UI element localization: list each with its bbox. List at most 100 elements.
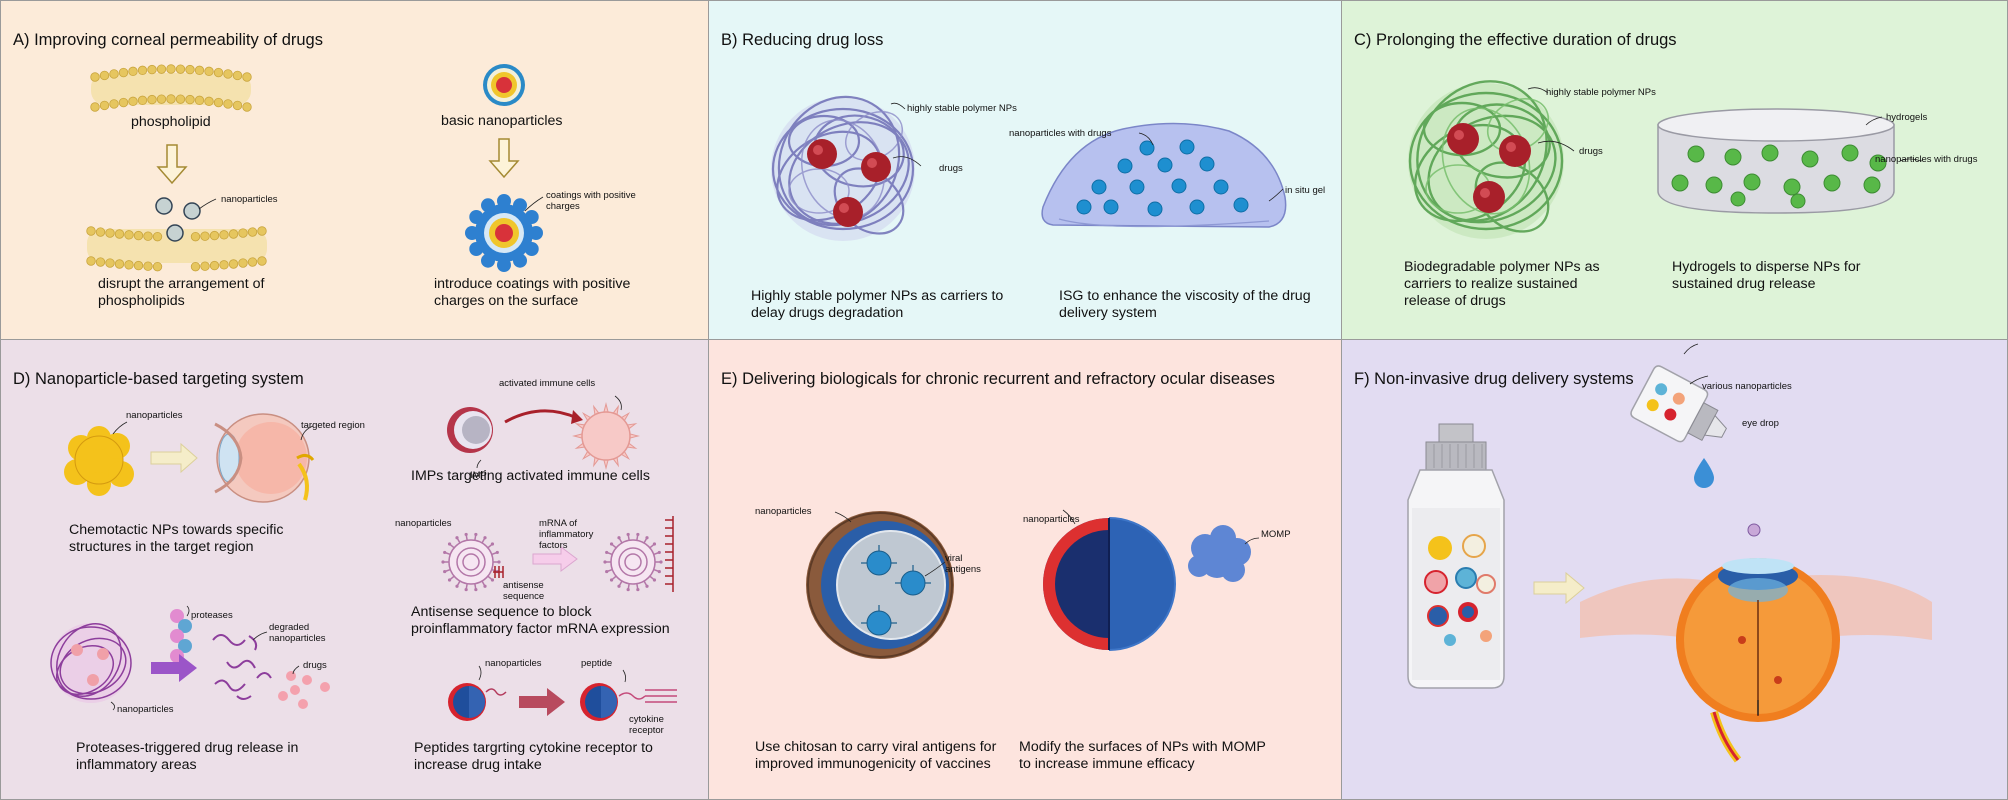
panel-f-illustration: [1407, 343, 1932, 763]
polymer-nanoparticle-icon: [1408, 80, 1564, 239]
right-arrow-icon: [150, 442, 198, 474]
panel-a-title: A) Improving corneal permeability of dru…: [13, 31, 323, 49]
chitosan-nanoparticle-icon: [806, 511, 954, 659]
drop-icon: [1694, 458, 1714, 488]
panel-a-illustration: [86, 64, 544, 272]
caption-modify: Modify the surfaces of NPs with MOMP to …: [1019, 739, 1266, 772]
caption-imps: IMPs targeting activated immune cells: [411, 468, 650, 484]
polymer-nanoparticle-icon: [771, 95, 915, 241]
label-nanoparticles-2: nanoparticles: [395, 518, 452, 529]
label-drugs: drugs: [303, 660, 327, 671]
panel-f-title: F) Non-invasive drug delivery systems: [1354, 370, 1634, 388]
label-targeted-region: targeted region: [301, 420, 365, 431]
panel-e-title: E) Delivering biologicals for chronic re…: [721, 370, 1275, 388]
caption-proteases: Proteases-triggered drug release in infl…: [76, 740, 299, 773]
peptide-nanoparticle-icon: [448, 683, 507, 721]
eye-drop-bottle-icon: [1407, 423, 1505, 689]
right-arrow-icon: [519, 688, 565, 716]
cytokine-receptor-icon: [618, 689, 677, 703]
label-nanoparticles-1: nanoparticles: [755, 506, 812, 517]
label-proteases: proteases: [191, 610, 233, 621]
label-nanoparticles-3: nanoparticles: [117, 704, 174, 715]
label-np-with-drugs: nanoparticles with drugs: [1009, 128, 1112, 139]
label-imp: IMP: [470, 470, 487, 481]
label-mrna: mRNA of inflammatory factors: [539, 518, 594, 551]
label-activated-immune-cells: activated immune cells: [499, 378, 596, 389]
caption-introduce: introduce coatings with positive charges…: [434, 276, 631, 309]
degraded-nanoparticles-icon: [212, 634, 272, 700]
down-arrow-icon: [156, 144, 188, 185]
label-eye-drop: eye drop: [1742, 418, 1779, 429]
panel-c: C) Prolonging the effective duration of …: [1341, 0, 2008, 340]
down-arrow-icon: [488, 138, 520, 179]
activated-immune-cell-icon: [572, 402, 640, 470]
panel-b-illustration: [771, 95, 1287, 241]
chemotactic-nanoparticle-icon: [64, 426, 134, 496]
eye-icon: [214, 413, 315, 503]
label-stable-np: highly stable polymer NPs: [907, 103, 1017, 114]
panel-c-illustration: [1408, 80, 1923, 239]
label-in-situ-gel: in situ gel: [1285, 185, 1326, 196]
drug-particle-icon: [807, 139, 891, 227]
panel-d-illustration: [50, 395, 677, 721]
label-drugs: drugs: [939, 163, 963, 174]
eye-drop-bottle-small-icon: [1630, 365, 1727, 443]
hydrogel-icon: [1657, 108, 1895, 214]
in-situ-gel-icon: [1041, 122, 1287, 228]
label-nanoparticles-4: nanoparticles: [485, 658, 542, 669]
label-nanoparticles: nanoparticles: [221, 194, 278, 205]
label-momp: MOMP: [1261, 529, 1291, 540]
right-arrow-icon: [532, 546, 578, 572]
momp-nanoparticle-icon: [1043, 517, 1176, 651]
antisense-nanoparticle-icon: [441, 532, 501, 592]
panel-e-illustration: [806, 509, 1260, 659]
caption-chitosan: Use chitosan to carry viral antigens for…: [755, 739, 997, 772]
right-arrow-icon: [1533, 571, 1585, 605]
label-coatings: coatings with positive charges: [546, 190, 636, 212]
panel-d: D) Nanoparticle-based targeting system n…: [0, 339, 709, 800]
label-nanoparticles-1: nanoparticles: [126, 410, 183, 421]
label-basic-nanoparticles: basic nanoparticles: [441, 113, 563, 129]
label-drugs: drugs: [1579, 146, 1603, 157]
label-degraded-nanoparticles: degraded nanoparticles: [269, 622, 326, 644]
label-hydrogels: hydrogels: [1886, 112, 1928, 123]
drug-particle-icon: [1447, 123, 1531, 213]
label-np-with-drugs: nanoparticles with drugs: [1875, 154, 1978, 165]
panel-d-title: D) Nanoparticle-based targeting system: [13, 370, 304, 388]
caption-biodegradable: Biodegradable polymer NPs as carriers to…: [1404, 259, 1600, 309]
caption-antisense: Antisense sequence to block proinflammat…: [411, 604, 670, 637]
coated-nanoparticle-icon: [465, 194, 543, 272]
nanoparticle-icon: [155, 197, 201, 242]
mrna-nanoparticle-icon: [603, 532, 663, 592]
label-nanoparticles-2: nanoparticles: [1023, 514, 1080, 525]
polymer-network-icon: [50, 623, 132, 703]
label-phospholipid: phospholipid: [131, 114, 211, 130]
caption-disrupt: disrupt the arrangement of phospholipids: [98, 276, 265, 309]
basic-nanoparticle-icon: [483, 64, 525, 106]
caption-isg: ISG to enhance the viscosity of the drug…: [1059, 288, 1311, 321]
label-peptide: peptide: [581, 658, 613, 669]
caption-peptides: Peptides targrting cytokine receptor to …: [414, 740, 653, 773]
mrna-strand: [665, 516, 674, 592]
phospholipid-bilayer-top: [91, 73, 251, 105]
right-arrow-icon: [151, 654, 197, 682]
imp-icon: [447, 407, 493, 453]
panel-b-title: B) Reducing drug loss: [721, 31, 884, 49]
caption-chemotactic: Chemotactic NPs towards specific structu…: [69, 522, 284, 555]
panel-f: F) Non-invasive drug delivery systems: [1341, 339, 2008, 800]
caption-stable: Highly stable polymer NPs as carriers to…: [751, 288, 1004, 321]
label-stable-np: highly stable polymer NPs: [1546, 87, 1656, 98]
label-antisense-sequence: antisense sequence: [503, 580, 545, 602]
viral-antigen-icon: [866, 550, 926, 636]
panel-b: B) Reducing drug loss highly stable poly…: [708, 0, 1342, 340]
momp-protein-icon: [1188, 525, 1251, 582]
caption-hydrogels: Hydrogels to disperse NPs for sustained …: [1672, 259, 1861, 292]
eye-cross-section-icon: [1580, 523, 1932, 763]
drug-particle-icon: [278, 671, 330, 709]
panel-c-title: C) Prolonging the effective duration of …: [1354, 31, 1677, 49]
label-viral-antigens: viral antigens: [945, 553, 981, 575]
label-various-nanoparticles: various nanoparticles: [1702, 381, 1792, 392]
protease-icon: [170, 609, 192, 663]
panel-e: E) Delivering biologicals for chronic re…: [708, 339, 1342, 800]
